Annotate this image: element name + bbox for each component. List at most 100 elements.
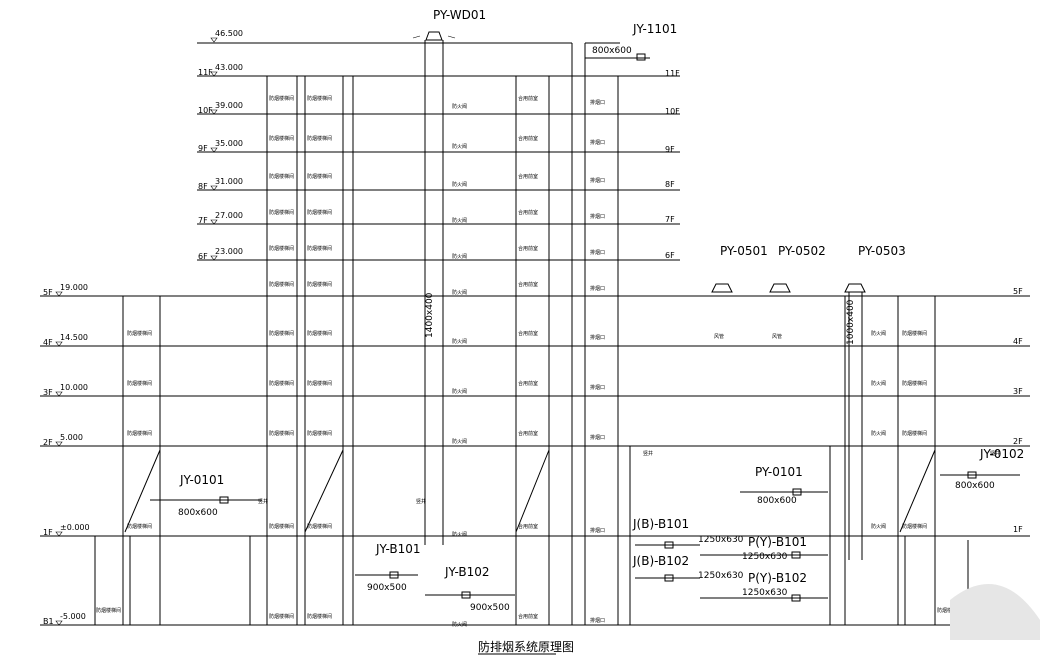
level-elevation: 19.000 — [60, 283, 88, 292]
room-label-front: 合用前室 — [518, 209, 538, 216]
room-label-stair: 防烟楼梯间 — [269, 430, 294, 437]
fan-box-py-b102 — [791, 594, 801, 602]
tag-jy-1101: JY-1101 — [632, 22, 677, 36]
level-elevation: 39.000 — [215, 101, 243, 110]
size-0102: 800x600 — [955, 481, 995, 491]
right-floor-label: 5F — [1013, 287, 1023, 296]
room-label-shaft: 竖井 — [990, 450, 1000, 457]
size-py0101: 800x600 — [757, 496, 797, 506]
level-floor-label: 5F — [43, 288, 53, 297]
roof-fan-py-0503 — [844, 283, 866, 293]
level-floor-label: 1F — [43, 528, 53, 537]
tag-py-0503: PY-0503 — [858, 244, 906, 258]
tag-jy-0102: JY-0102 — [979, 447, 1024, 461]
room-label-front: 合用前室 — [518, 245, 538, 252]
tag-py-0502: PY-0502 — [778, 244, 826, 258]
fan-box-jy-0102 — [967, 471, 977, 479]
level-markers: 46.50011F43.00010F39.0009F35.0008F31.000… — [43, 29, 243, 626]
size-b102: 900x500 — [470, 603, 510, 613]
room-label-stair: 防烟楼梯间 — [269, 523, 294, 530]
room-label-shaft: 竖井 — [258, 498, 268, 505]
paper-fold — [950, 584, 1040, 640]
size-0101: 800x600 — [178, 508, 218, 518]
room-label-stair: 防烟楼梯间 — [269, 281, 294, 288]
room-label-stair: 防烟楼梯间 — [307, 281, 332, 288]
level-triangle-icon — [210, 185, 218, 191]
room-label-shaft: 竖井 — [643, 450, 653, 457]
room-label-front: 合用前室 — [518, 95, 538, 102]
level-marker: 4F 14.500 — [43, 333, 88, 347]
right-floor-label: 6F — [665, 251, 675, 260]
level-floor-label: 6F — [198, 252, 208, 261]
room-label-stair: 防烟楼梯间 — [269, 380, 294, 387]
room-label-valve: 防火阀 — [452, 338, 467, 345]
tag-jy-b101: JY-B101 — [375, 542, 420, 556]
room-label-vent: 排烟口 — [590, 99, 605, 106]
level-triangle-icon — [210, 71, 218, 77]
room-label-stair: 防烟楼梯间 — [269, 95, 294, 102]
room-label-front: 合用前室 — [518, 613, 538, 620]
right-floor-label: 1F — [1013, 525, 1023, 534]
fan-box-jb-b101 — [664, 541, 674, 549]
level-elevation: 35.000 — [215, 139, 243, 148]
level-floor-label: 4F — [43, 338, 53, 347]
level-floor-label: B1 — [43, 617, 54, 626]
room-label-stair: 防烟楼梯间 — [269, 245, 294, 252]
level-marker: 2F5.000 — [43, 433, 83, 447]
size-jb-b101: 1250x630 — [698, 535, 744, 545]
room-label-front: 合用前室 — [518, 430, 538, 437]
room-label-stair: 防烟楼梯间 — [269, 135, 294, 142]
room-label-stair: 防烟楼梯间 — [127, 430, 152, 437]
level-floor-label: 8F — [198, 182, 208, 191]
level-marker: 46.500 — [210, 29, 243, 43]
room-label-stair: 防烟楼梯间 — [307, 430, 332, 437]
right-floor-label: 9F — [665, 145, 675, 154]
level-marker: B1-5.000 — [43, 612, 86, 626]
level-elevation: 14.500 — [60, 333, 88, 342]
room-label-valve: 防火阀 — [452, 438, 467, 445]
room-label-vent: 排烟口 — [590, 617, 605, 624]
room-label-stair: 防烟楼梯间 — [307, 209, 332, 216]
building-structure — [40, 40, 1030, 626]
fan-box-jy-b101 — [389, 571, 399, 579]
room-labels: 防烟楼梯间防烟楼梯间合用前室防火阀排烟口防烟楼梯间防烟楼梯间合用前室防火阀排烟口… — [96, 95, 1000, 628]
room-label-shaft: 竖井 — [416, 498, 426, 505]
size-jb-b102: 1250x630 — [698, 571, 744, 581]
room-label-valve: 防火阀 — [871, 430, 886, 437]
fan-box-jy-0101 — [219, 496, 229, 504]
level-triangle-icon — [55, 291, 63, 297]
room-label-stair: 防烟楼梯间 — [269, 173, 294, 180]
room-label-front: 合用前室 — [518, 523, 538, 530]
size-1101: 800x600 — [592, 46, 632, 56]
tag-jy-0101: JY-0101 — [179, 473, 224, 487]
room-label-vent: 排烟口 — [590, 213, 605, 220]
room-label-vent: 排烟口 — [590, 527, 605, 534]
room-label-stair: 防烟楼梯间 — [127, 380, 152, 387]
room-label-vent: 排烟口 — [590, 334, 605, 341]
fan-box-jb-b102 — [664, 574, 674, 582]
room-label-stair: 防烟楼梯间 — [937, 607, 962, 614]
right-floor-label: 8F — [665, 180, 675, 189]
room-label-stair: 防烟楼梯间 — [269, 330, 294, 337]
right-floor-label: 4F — [1013, 337, 1023, 346]
level-elevation: 23.000 — [215, 247, 243, 256]
tag-py-0501: PY-0501 — [720, 244, 768, 258]
roof-fan-py-0502 — [769, 283, 791, 293]
right-floor-label: 2F — [1013, 437, 1023, 446]
level-triangle-icon — [55, 441, 63, 447]
level-elevation: 5.000 — [60, 433, 83, 442]
room-label-valve: 防火阀 — [452, 289, 467, 296]
level-triangle-icon — [210, 37, 218, 43]
room-label-stair: 防烟楼梯间 — [269, 209, 294, 216]
right-floor-label: 11F — [665, 69, 680, 78]
room-label-vent: 排烟口 — [590, 249, 605, 256]
size-b101: 900x500 — [367, 583, 407, 593]
right-floor-label: 10F — [665, 107, 680, 116]
level-triangle-icon — [210, 147, 218, 153]
room-label-front: 合用前室 — [518, 281, 538, 288]
